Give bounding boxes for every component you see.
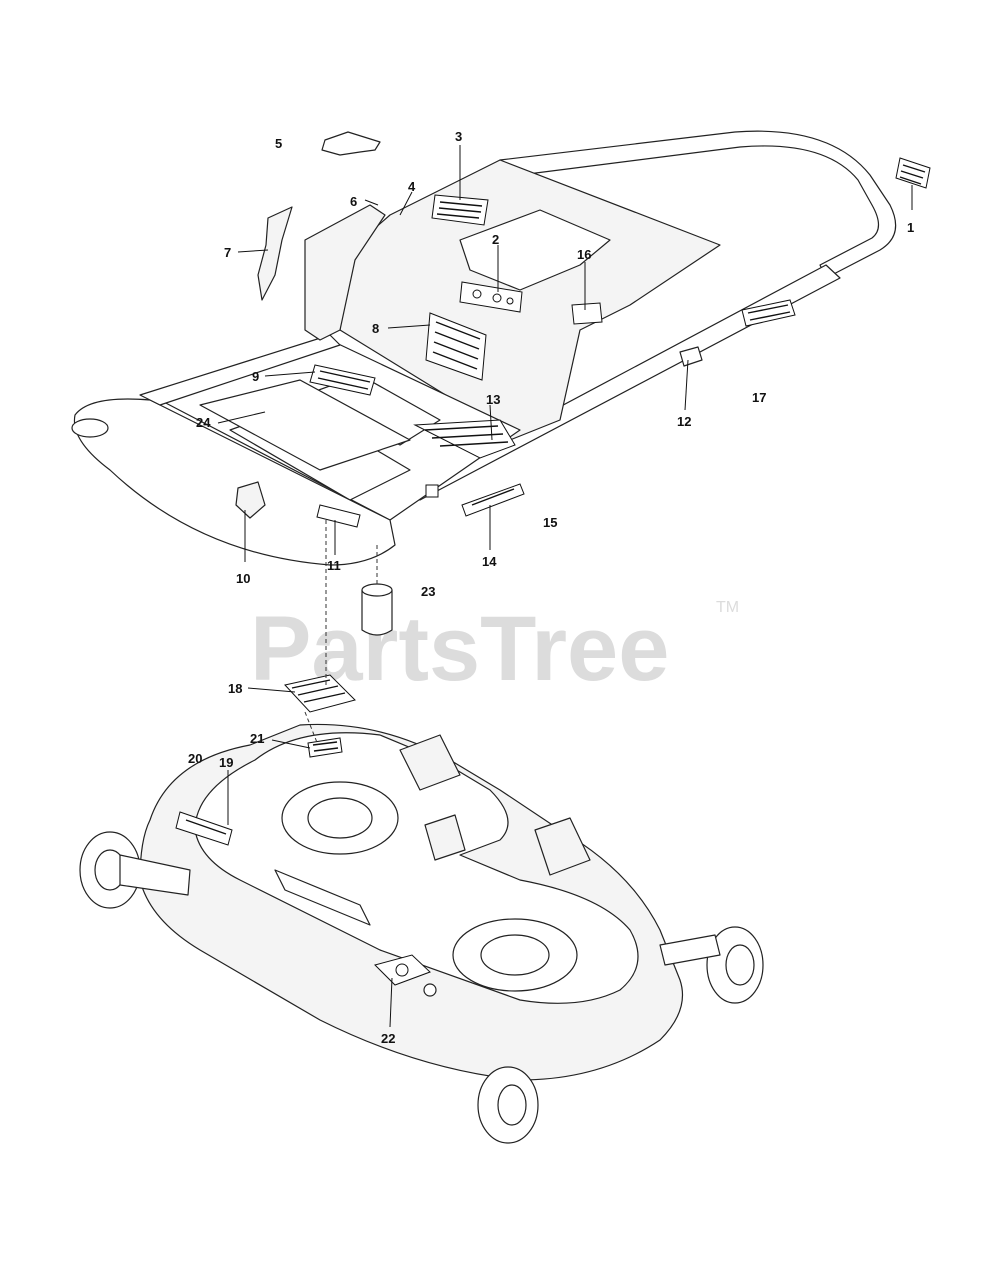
- callout-6: 6: [350, 194, 357, 209]
- watermark-tm: TM: [716, 599, 739, 616]
- callout-13: 13: [486, 392, 500, 407]
- bracket-5: [321, 131, 381, 156]
- callout-12: 12: [677, 414, 691, 429]
- callout-1: 1: [907, 220, 914, 235]
- decal-1: [895, 157, 931, 189]
- decal-8: [425, 312, 487, 381]
- decal-18: [284, 674, 356, 713]
- front-bumper: [73, 398, 396, 566]
- callout-15: 15: [543, 515, 557, 530]
- wheel-arm-right: [659, 934, 721, 966]
- decal-small-square: [425, 484, 439, 498]
- callout-3: 3: [455, 129, 462, 144]
- decal-11: [316, 504, 361, 528]
- callout-16: 16: [577, 247, 591, 262]
- callout-11: 11: [327, 558, 341, 573]
- side-panel-upright: [304, 204, 386, 341]
- deck-knob: [423, 983, 437, 997]
- callout-8: 8: [372, 321, 379, 336]
- cylinder-23: [361, 589, 393, 636]
- decal-19: [175, 811, 233, 846]
- deck-bracket-b: [534, 817, 591, 876]
- chassis-decals: [199, 131, 931, 636]
- callout-21: 21: [250, 731, 264, 746]
- callout-9: 9: [252, 369, 259, 384]
- callout-14: 14: [482, 554, 497, 569]
- decal-14: [461, 483, 525, 517]
- callouts: 1 2 3 4 5 6 7 8 9 10 11 12 13 14 15 16 1…: [188, 129, 914, 1046]
- decal-2: [459, 281, 523, 313]
- callout-23: 23: [421, 584, 435, 599]
- cup-holder: [71, 418, 109, 438]
- wheel-arm-left: [119, 854, 191, 896]
- callout-4: 4: [408, 179, 416, 194]
- callout-24: 24: [196, 415, 211, 430]
- callout-17: 17: [752, 390, 766, 405]
- decal-16: [571, 302, 603, 325]
- strip-7: [257, 206, 293, 301]
- callout-20: 20: [188, 751, 202, 766]
- floor-mat-24: [199, 379, 411, 471]
- leader-lines: [217, 145, 913, 1028]
- mower-deck: [79, 674, 764, 1144]
- deck-slot: [274, 869, 371, 926]
- side-rail-left: [139, 334, 341, 406]
- callout-18: 18: [228, 681, 242, 696]
- callout-10: 10: [236, 571, 250, 586]
- callout-19: 19: [219, 755, 233, 770]
- callout-22: 22: [381, 1031, 395, 1046]
- deck-bracket-c: [424, 814, 466, 861]
- deck-bracket-a: [399, 734, 461, 791]
- latch-12: [679, 346, 703, 367]
- callout-5: 5: [275, 136, 282, 151]
- emblem-10: [235, 481, 266, 519]
- callout-7: 7: [224, 245, 231, 260]
- callout-2: 2: [492, 232, 499, 247]
